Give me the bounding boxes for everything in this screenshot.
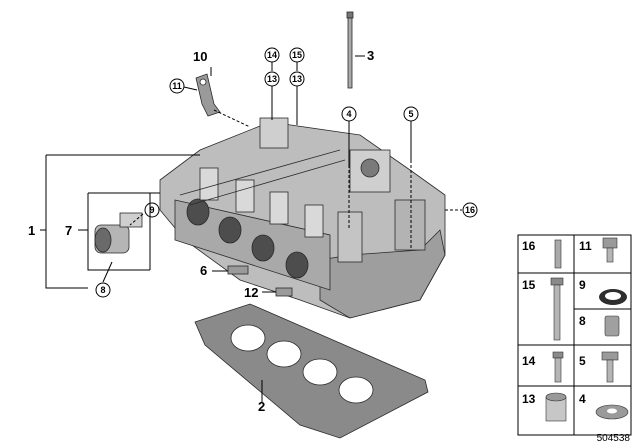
callout-labels: 1 2 3 6 7 10 12 4 5 8 9 11 13 13 14 15 1… — [28, 47, 478, 414]
callout-11: 11 — [172, 81, 182, 91]
table-cell-9: 9 — [579, 278, 586, 292]
callout-10: 10 — [193, 49, 207, 64]
callout-9: 9 — [149, 205, 154, 215]
callout-8-circle — [95, 282, 111, 298]
callout-4: 4 — [346, 109, 351, 119]
callout-13a-circle — [264, 71, 280, 87]
callout-14: 14 — [267, 50, 277, 60]
callout-16-circle — [462, 202, 478, 218]
callout-15: 15 — [292, 50, 302, 60]
thumb-bolt-14 — [552, 351, 564, 383]
thumb-bolt-11 — [602, 237, 618, 263]
thumb-screw-5 — [601, 351, 619, 383]
callout-13b: 13 — [292, 74, 302, 84]
callout-16: 16 — [465, 205, 475, 215]
table-cell-14: 14 — [522, 354, 536, 368]
cylinder-head — [159, 117, 446, 319]
table-cell-16: 16 — [522, 239, 536, 253]
sensor-plug — [227, 265, 249, 275]
callout-2: 2 — [258, 399, 265, 414]
callout-5-circle — [403, 106, 419, 122]
screw-plug — [275, 287, 293, 297]
table-cell-15: 15 — [522, 278, 536, 292]
callout-3: 3 — [367, 48, 374, 63]
callout-13a: 13 — [267, 74, 277, 84]
callout-1: 1 — [28, 223, 35, 238]
callout-4-circle — [341, 106, 357, 122]
thumb-bolt-15 — [550, 277, 564, 341]
table-cell-13: 13 — [522, 392, 536, 406]
table-cell-11: 11 — [579, 239, 592, 253]
table-cell-8: 8 — [579, 314, 586, 328]
callout-15-circle — [289, 47, 305, 63]
leader-lines — [40, 55, 462, 402]
thumb-plug-8 — [604, 315, 620, 337]
thumb-washer-4 — [595, 404, 629, 420]
thumb-seal-9 — [599, 289, 627, 305]
cylinder-head-gasket — [194, 303, 429, 439]
callout-6: 6 — [200, 263, 207, 278]
callout-11-circle — [169, 78, 185, 94]
callout-12: 12 — [244, 285, 258, 300]
callout-7: 7 — [65, 223, 72, 238]
callout-9-circle — [144, 202, 160, 218]
document-id: 504538 — [596, 433, 630, 444]
parts-table: 16 11 15 9 8 14 5 13 4 — [517, 234, 632, 436]
cylinder-head-bolt — [346, 11, 354, 89]
lifting-eye — [195, 73, 221, 117]
thumb-sleeve-13 — [545, 392, 567, 422]
callout-5: 5 — [408, 109, 413, 119]
thumb-stud-16 — [554, 239, 562, 269]
callout-13b-circle — [289, 71, 305, 87]
callout-14-circle — [264, 47, 280, 63]
table-cell-4: 4 — [579, 392, 586, 406]
table-cell-5: 5 — [579, 354, 586, 368]
callout-8: 8 — [100, 285, 105, 295]
bracket-housing — [94, 212, 143, 254]
